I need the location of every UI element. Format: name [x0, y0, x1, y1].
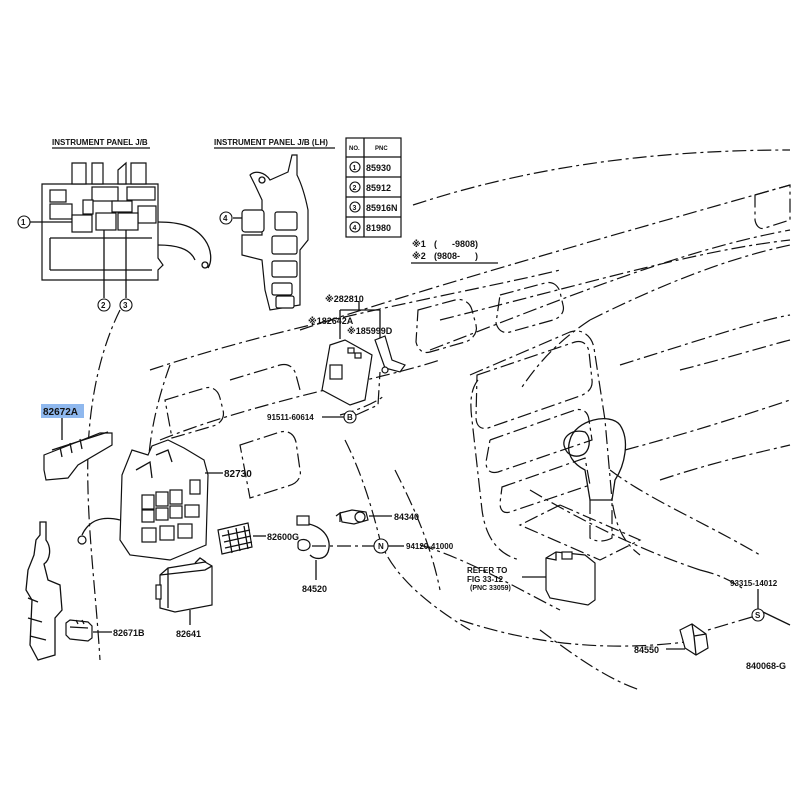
note-2-range: (9808- )	[434, 251, 478, 261]
part-label-84550[interactable]: 84550	[634, 645, 659, 655]
pnc-table-row: 3 85916N	[349, 201, 398, 213]
part-label-84520[interactable]: 84520	[302, 584, 327, 594]
pillar-bracket-drawing	[25, 521, 63, 661]
svg-text:1: 1	[353, 165, 357, 172]
switch-84340-drawing	[335, 509, 369, 525]
svg-text:85916N: 85916N	[366, 203, 398, 213]
svg-text:4: 4	[353, 225, 357, 232]
cover-82672A-drawing	[43, 431, 113, 481]
instrument-panel-jb-drawing	[30, 161, 212, 298]
svg-text:85930: 85930	[366, 163, 391, 173]
sensor-84520-drawing	[296, 515, 330, 580]
svg-text:S: S	[755, 611, 761, 620]
svg-text:B: B	[347, 413, 353, 422]
callout-2: 2	[97, 298, 111, 312]
svg-text:1: 1	[21, 218, 26, 227]
refer-line-2[interactable]: FIG 33-12	[467, 575, 504, 584]
drawing-number: 840068-G	[746, 661, 786, 671]
refer-line-3[interactable]: (PNC 33059)	[470, 585, 511, 592]
pnc-table-row: 1 85930	[349, 161, 391, 173]
module-82641-drawing	[155, 557, 213, 613]
instrument-panel-jb-lh-drawing	[233, 154, 309, 311]
svg-text:2: 2	[101, 301, 106, 310]
symbol-n: N	[373, 538, 389, 554]
svg-text:N: N	[378, 542, 384, 551]
part-label-94120-41000[interactable]: 94120-41000	[406, 542, 454, 551]
part-label-282810[interactable]: ※282810	[325, 294, 364, 304]
svg-text:4: 4	[223, 214, 228, 223]
note-1-range: ( -9808)	[434, 239, 478, 249]
junction-block-82730-drawing	[77, 439, 209, 561]
leader-b-dash	[355, 371, 381, 416]
shift-lever	[563, 418, 627, 542]
connector-82671B-drawing	[65, 619, 93, 642]
pnc-table-header-pnc: PNC	[375, 146, 388, 152]
svg-text:3: 3	[353, 205, 357, 212]
note-2-mark: ※2	[412, 251, 426, 261]
svg-text:81980: 81980	[366, 223, 391, 233]
part-label-82641[interactable]: 82641	[176, 629, 201, 639]
callout-1: 1	[17, 215, 31, 229]
module-refer-drawing	[545, 551, 596, 606]
part-label-93315-14012[interactable]: 93315-14012	[730, 579, 778, 588]
highlight-82672A	[41, 404, 84, 418]
symbol-b: B	[343, 410, 357, 424]
pnc-table: NO. PNC 1 85930 2 85912 3 85916N 4 81980	[345, 137, 402, 238]
svg-text:3: 3	[123, 301, 128, 310]
callout-4: 4	[219, 211, 233, 225]
part-label-82730[interactable]: 82730	[224, 469, 252, 480]
switch-assembly-drawing	[321, 301, 406, 406]
note-1-mark: ※1	[412, 239, 426, 249]
leader-s-line	[762, 611, 791, 626]
svg-text:2: 2	[353, 185, 357, 192]
pnc-table-header-no: NO.	[349, 146, 360, 152]
relay-grid-drawing	[217, 522, 253, 555]
callout-3: 3	[119, 298, 133, 312]
model-year-notes: ※1 ( -9808) ※2 (9808- )	[411, 239, 498, 264]
part-label-91511-60614[interactable]: 91511-60614	[267, 413, 314, 422]
svg-text:85912: 85912	[366, 183, 391, 193]
pnc-table-row: 4 81980	[349, 221, 391, 233]
jb-title: INSTRUMENT PANEL J/B	[52, 138, 148, 147]
part-label-185999D[interactable]: ※185999D	[347, 326, 393, 336]
pnc-table-row: 2 85912	[349, 181, 391, 193]
switch-84550-drawing	[679, 623, 709, 656]
part-label-82600G[interactable]: 82600G	[267, 532, 299, 542]
symbol-s: S	[751, 608, 765, 622]
part-label-84340[interactable]: 84340	[394, 512, 419, 522]
jb-lh-title: INSTRUMENT PANEL J/B (LH)	[214, 138, 328, 147]
part-label-182642A[interactable]: ※182642A	[308, 316, 354, 326]
leader-s-dash	[707, 616, 753, 631]
part-label-82672A[interactable]: 82672A	[43, 407, 78, 418]
refer-line-1[interactable]: REFER TO	[467, 566, 507, 575]
part-label-82671B[interactable]: 82671B	[113, 628, 145, 638]
